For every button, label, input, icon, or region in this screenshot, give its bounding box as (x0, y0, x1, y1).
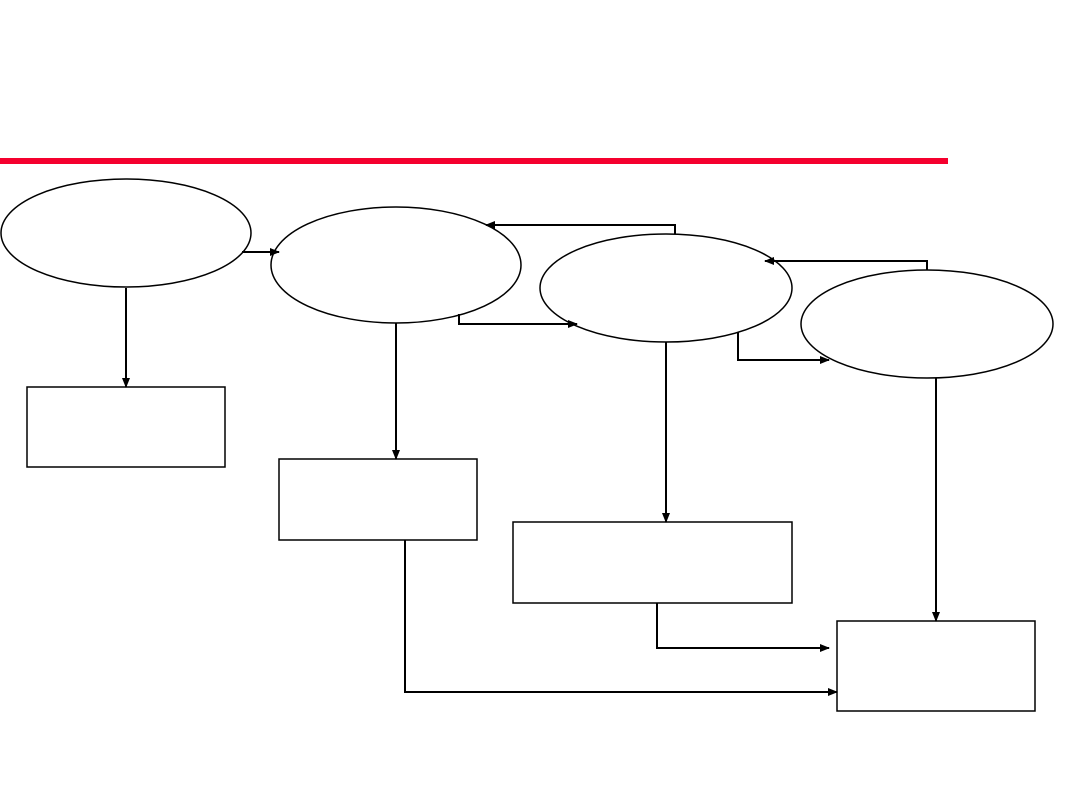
arrow-e3-to-e4 (737, 332, 830, 364)
box-node-2 (278, 458, 478, 541)
header-rule (0, 158, 948, 164)
arrow-b3-to-b4 (656, 603, 830, 652)
ellipse-node-1 (0, 178, 252, 288)
box-node-3 (512, 521, 793, 604)
ellipse-node-4 (800, 269, 1054, 379)
arrow-e2-to-e3 (458, 314, 578, 328)
arrow-e4-to-e3 (764, 257, 928, 270)
arrow-b2-to-b4 (404, 540, 838, 696)
box-node-4 (836, 620, 1036, 712)
box-node-1 (26, 386, 226, 468)
ellipse-node-2 (270, 206, 522, 324)
arrow-e3-to-e2 (485, 221, 676, 234)
ellipse-node-3 (539, 233, 793, 343)
